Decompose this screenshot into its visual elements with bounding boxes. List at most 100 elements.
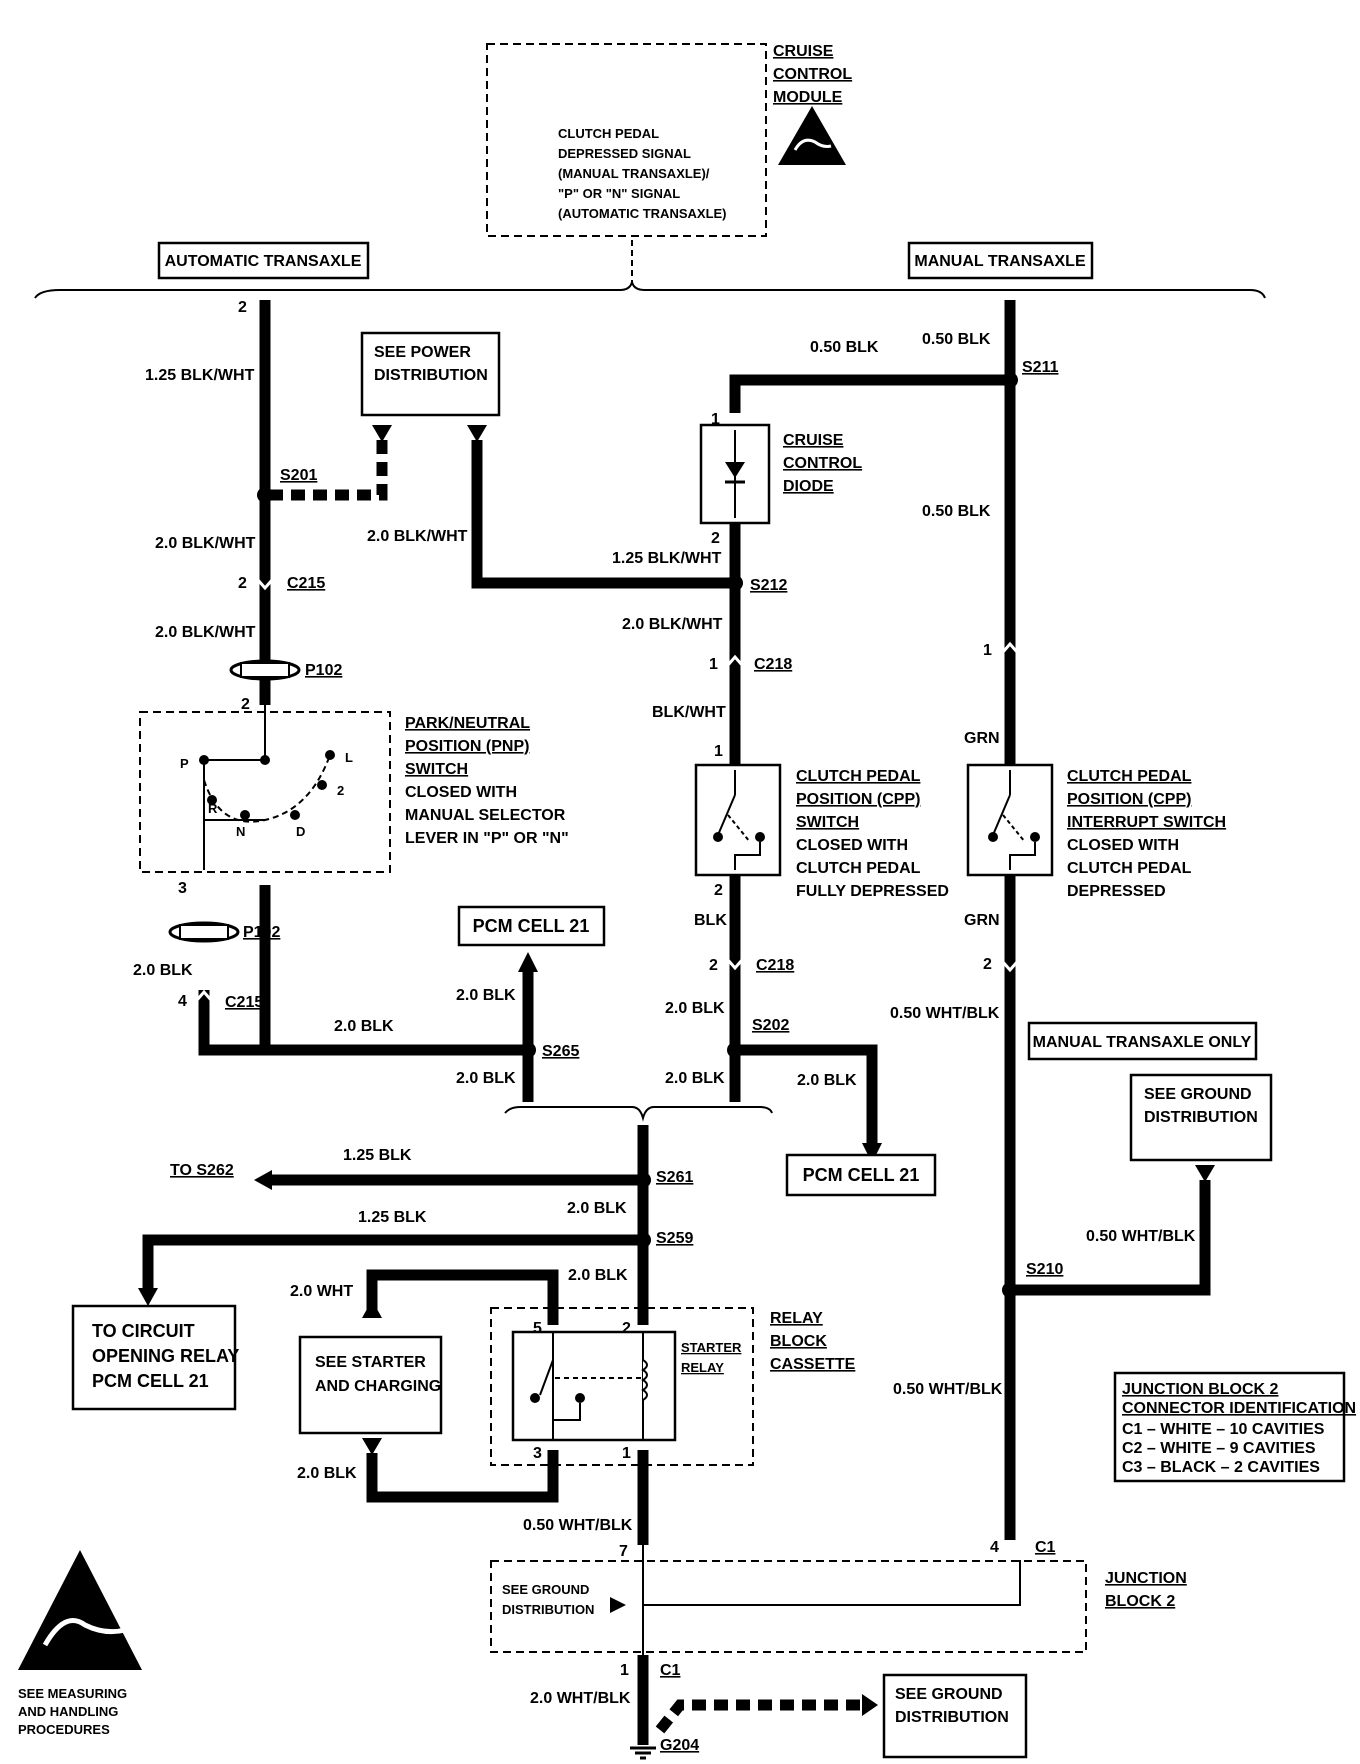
pnp-label-4: CLOSED WITH (405, 784, 517, 801)
pin-number: 2 (622, 1320, 631, 1337)
wire-ground-dashed (655, 1699, 860, 1734)
splice-s201 (257, 487, 273, 503)
pin-number: 2 (714, 882, 723, 899)
wire-label: GRN (964, 912, 1000, 929)
pcm-cell-1-label: PCM CELL 21 (473, 916, 590, 936)
jb-line-2 (643, 1560, 1021, 1606)
pnp-label-3: SWITCH (405, 761, 468, 778)
pnp-label-2: POSITION (PNP) (405, 738, 529, 755)
pnp-pos-2: 2 (337, 783, 344, 798)
wire-label: 0.50 BLK (922, 331, 991, 348)
junction-block-2: BLOCK 2 (1105, 1593, 1175, 1610)
cpp-interrupt-icon (988, 770, 1040, 870)
wire-label: 2.0 BLK/WHT (155, 535, 256, 552)
cpp-switch-icon (713, 770, 765, 870)
cpp-label-2: POSITION (CPP) (796, 791, 920, 808)
esd-warning-icon (778, 106, 846, 165)
ground-right-box (1129, 1073, 1273, 1162)
splice-label: S211 (1022, 359, 1059, 376)
wire-label: BLK/WHT (652, 704, 726, 721)
module-title-2: CONTROL (773, 66, 852, 83)
esd-note-1: SEE MEASURING (18, 1686, 127, 1701)
circuit-relay-box (71, 1304, 237, 1411)
ground-jb-1: SEE GROUND (502, 1582, 589, 1597)
pnp-label-6: LEVER IN "P" OR "N" (405, 830, 569, 847)
wire-power-s212 (471, 440, 735, 589)
ground-jb-2: DISTRIBUTION (502, 1602, 594, 1617)
module-signal-3: (MANUAL TRANSAXLE)/ (558, 166, 710, 181)
manual-only-box (1027, 1021, 1258, 1061)
pcm-cell-box-2 (785, 1153, 937, 1197)
pin-number: 1 (714, 743, 723, 760)
relay-switch-icon (530, 1332, 648, 1440)
arrow-pcm1 (518, 952, 538, 972)
transaxle-brace (34, 281, 1266, 299)
cpp-label-4: CLOSED WITH (796, 837, 908, 854)
pin-number: 1 (983, 642, 992, 659)
pin-number: 1 (622, 1445, 631, 1462)
pin-number: 1 (620, 1662, 629, 1679)
diode-label-3: DIODE (783, 478, 834, 495)
connector-label: P102 (305, 662, 342, 679)
wire-label: 2.0 WHT (290, 1283, 353, 1300)
esd-note-2: AND HANDLING (18, 1704, 118, 1719)
connector-label: C215 (287, 575, 325, 592)
ground-bottom-box (882, 1673, 1028, 1759)
cppi-label-5: CLUTCH PEDAL (1067, 860, 1192, 877)
wire-label: 0.50 WHT/BLK (890, 1005, 1000, 1022)
diode-label-1: CRUISE (783, 432, 844, 449)
wire-to-circuit-relay (142, 1234, 643, 1290)
pnp-label-5: MANUAL SELECTOR (405, 807, 566, 824)
wire-power-s201 (265, 440, 388, 501)
wire-relay-starter (366, 1269, 559, 1325)
cpp-label-5: CLUTCH PEDAL (796, 860, 921, 877)
pin-number: 4 (990, 1539, 999, 1556)
ground-bottom-1: SEE GROUND (895, 1686, 1003, 1703)
cpp-label-6: FULLY DEPRESSED (796, 883, 949, 900)
pin-number: 5 (533, 1320, 542, 1337)
connector-label: C1 (660, 1662, 681, 1679)
wire-label: 2.0 BLK/WHT (367, 528, 468, 545)
starter-charging-box (298, 1335, 443, 1435)
wire-label: 1.25 BLK (343, 1147, 412, 1164)
wire-label: 2.0 BLK (133, 962, 193, 979)
starter-line-1: SEE STARTER (315, 1354, 426, 1371)
ground-symbol (630, 1746, 656, 1760)
splice-s202 (727, 1042, 743, 1058)
splice-s210 (1002, 1282, 1018, 1298)
splice-s211 (1002, 372, 1018, 388)
pnp-pos-r: R (208, 801, 218, 816)
manual-only-label: MANUAL TRANSAXLE ONLY (1033, 1034, 1252, 1051)
relay-block-1: RELAY (770, 1310, 823, 1327)
junction-block-box (490, 1560, 1087, 1653)
pnp-switch-icon (199, 705, 335, 870)
junction-block-1: JUNCTION (1105, 1570, 1187, 1587)
module-signal-1: CLUTCH PEDAL (558, 126, 659, 141)
ground-right-1: SEE GROUND (1144, 1086, 1252, 1103)
wire-label: 2.0 BLK (568, 1267, 628, 1284)
wire-auto-lower (198, 885, 271, 1056)
starter-relay-1: STARTER (681, 1340, 742, 1355)
wire-label: 0.50 WHT/BLK (893, 1381, 1003, 1398)
module-signal-4: "P" OR "N" SIGNAL (558, 186, 680, 201)
splice-s259 (635, 1232, 651, 1248)
pnp-pos-p: P (180, 756, 189, 771)
pin-number: 2 (238, 575, 247, 592)
arrow-circuit-relay (138, 1288, 158, 1306)
connector-label: C218 (754, 656, 792, 673)
wire-label: 2.0 BLK (567, 1200, 627, 1217)
pin-number: 3 (178, 880, 187, 897)
splice-label: S202 (752, 1017, 789, 1034)
connector-symbols (195, 579, 1019, 1001)
starter-relay-box (511, 1330, 677, 1442)
connector-label: C1 (1035, 1539, 1056, 1556)
module-title-3: MODULE (773, 89, 843, 106)
splice-s212 (727, 575, 743, 591)
splice-label: S261 (656, 1169, 693, 1186)
wire-label: 1.25 BLK (358, 1209, 427, 1226)
esd-note-3: PROCEDURES (18, 1722, 110, 1737)
splice-label: S259 (656, 1230, 693, 1247)
pin-number: 2 (709, 957, 718, 974)
wire-label: 2.0 BLK (456, 987, 516, 1004)
to-s262-label: TO S262 (170, 1162, 234, 1179)
